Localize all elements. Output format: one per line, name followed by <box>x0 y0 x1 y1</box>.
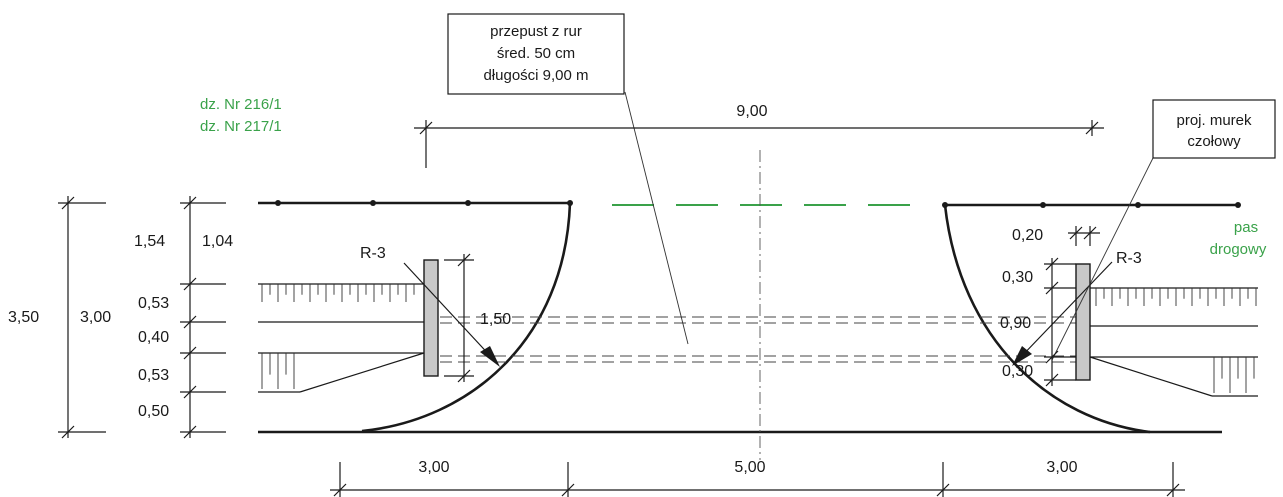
headwall-callout-leader <box>1051 157 1154 361</box>
dim-r2: 0,90 <box>1000 315 1031 332</box>
road-surface <box>258 200 1241 208</box>
dim-bottom-left: 3,00 <box>418 459 449 476</box>
wall-height-dimension <box>444 253 474 383</box>
right-slope <box>943 204 1151 434</box>
culvert-pipe <box>440 316 1080 363</box>
dim-height: 3,00 <box>80 309 111 326</box>
culvert-callout-box <box>447 13 625 95</box>
culvert-callout-line-3: długości 9,00 m <box>483 67 588 84</box>
headwall-callout-line-1: proj. murek <box>1176 112 1252 129</box>
right-dimensions <box>1044 226 1100 387</box>
dim-total-height: 3,50 <box>8 309 39 326</box>
dim-l6: 0,50 <box>138 403 169 420</box>
left-headwall <box>423 259 439 377</box>
plot-number-2: dz. Nr 217/1 <box>200 118 282 135</box>
left-embankment <box>258 283 425 393</box>
headwall-callout-box <box>1152 99 1276 159</box>
dim-bottom-right: 3,00 <box>1046 459 1077 476</box>
bottom-dimension-line <box>330 462 1185 497</box>
headwall-callout-line-2: czołowy <box>1187 133 1241 150</box>
left-slope <box>361 202 572 433</box>
dim-r-top: 0,20 <box>1012 227 1043 244</box>
dim-wall-height: 1,50 <box>480 311 511 328</box>
dim-l1: 1,54 <box>134 233 165 250</box>
right-r3-leader <box>1012 261 1113 366</box>
culvert-callout-line-1: przepust z rur <box>490 23 582 40</box>
right-embankment <box>1089 287 1258 397</box>
dim-r3: 0,30 <box>1002 363 1033 380</box>
culvert-callout-line-2: śred. 50 cm <box>497 45 575 62</box>
plot-number-1: dz. Nr 216/1 <box>200 96 282 113</box>
dim-l4: 0,40 <box>138 329 169 346</box>
dim-bottom-mid: 5,00 <box>734 459 765 476</box>
dim-l2: 1,04 <box>202 233 233 250</box>
right-headwall <box>1075 263 1091 381</box>
left-r3-label: R-3 <box>360 245 386 262</box>
top-dimension-line <box>414 120 1104 168</box>
left-r3-leader <box>403 262 500 367</box>
road-belt-label-2: drogowy <box>1210 241 1267 258</box>
dim-top: 9,00 <box>736 103 767 120</box>
culvert-callout-leader <box>624 91 689 345</box>
dim-l5: 0,53 <box>138 367 169 384</box>
road-belt-label-1: pas <box>1234 219 1258 236</box>
right-r3-label: R-3 <box>1116 250 1142 267</box>
dim-l3: 0,53 <box>138 295 169 312</box>
dim-r1: 0,30 <box>1002 269 1033 286</box>
left-vertical-dimensions <box>58 196 226 439</box>
